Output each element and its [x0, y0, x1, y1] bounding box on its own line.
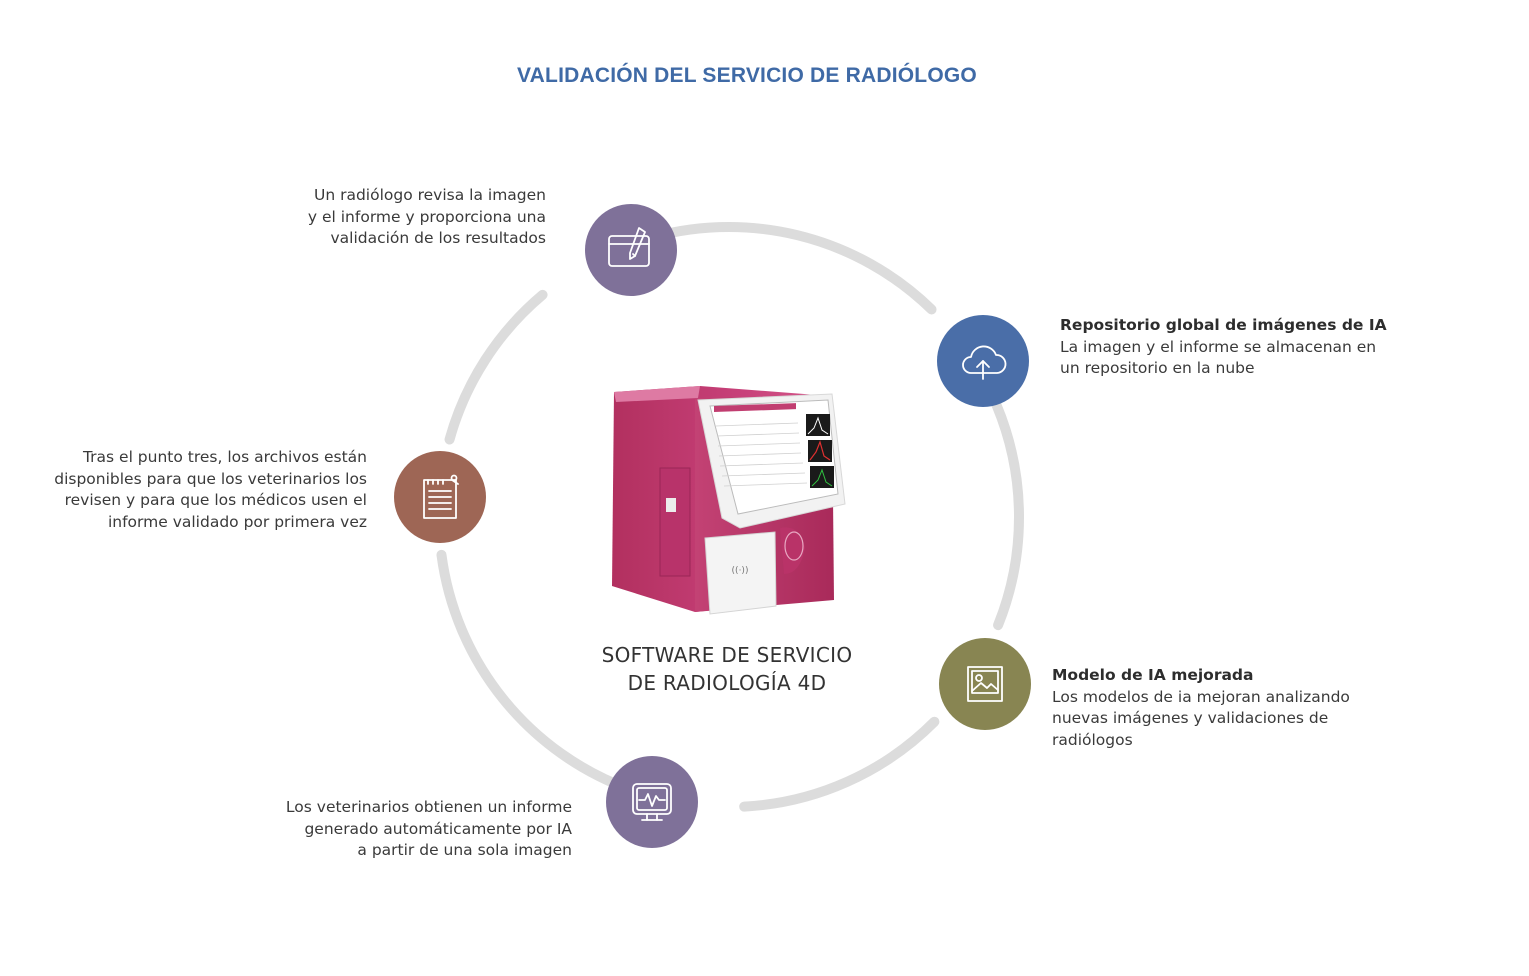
page-title: VALIDACIÓN DEL SERVICIO DE RADIÓLOGO	[517, 64, 977, 87]
model-node	[939, 638, 1031, 730]
ring-arc	[436, 549, 635, 795]
vets-line-2: generado automáticamente por IA	[304, 819, 572, 838]
repository-line-1: La imagen y el informe se almacenan en	[1060, 337, 1377, 356]
analyzer-device-image: ((·))	[612, 386, 846, 615]
model-heading: Modelo de IA mejorada	[1052, 666, 1254, 684]
ring-arc	[739, 716, 940, 812]
model-line-3: radiólogos	[1052, 730, 1133, 749]
radiologist-description: Un radiólogo revisa la imagen y el infor…	[308, 185, 546, 250]
files-line-1: Tras el punto tres, los archivos están	[82, 448, 367, 466]
repository-node	[937, 315, 1029, 407]
vets-description: Los veterinarios obtienen un informe gen…	[286, 797, 572, 862]
model-line-2: nuevas imágenes y validaciones de	[1052, 709, 1329, 727]
vets-line-3: a partir de una sola imagen	[357, 841, 572, 859]
vets-line-1: Los veterinarios obtienen un informe	[285, 798, 572, 816]
repository-line-2: un repositorio en la nube	[1060, 359, 1255, 377]
ring-arc	[444, 289, 548, 445]
ring-arc	[639, 222, 937, 315]
files-node	[394, 451, 486, 543]
cloud-upload-icon	[962, 345, 1007, 380]
svg-text:((·)): ((·))	[732, 566, 749, 576]
files-line-2: disponibles para que los veterinarios lo…	[54, 469, 367, 488]
report-document-icon	[423, 474, 459, 519]
image-icon	[967, 666, 1003, 702]
vets-node	[606, 756, 698, 848]
files-line-4: informe validado por primera vez	[107, 512, 367, 531]
repository-heading: Repositorio global de imágenes de IA	[1060, 316, 1387, 334]
files-description: Tras el punto tres, los archivos están d…	[54, 447, 367, 533]
radiologist-line-2: y el informe y proporciona una	[307, 207, 546, 226]
radiologist-line-3: validación de los resultados	[330, 229, 546, 247]
monitor-pulse-icon	[632, 783, 672, 821]
radiologist-line-1: Un radiólogo revisa la imagen	[313, 186, 546, 204]
ring-arc	[991, 400, 1024, 631]
model-description: Modelo de IA mejorada Los modelos de ia …	[1052, 665, 1350, 751]
model-line-1: Los modelos de ia mejoran analizando	[1052, 687, 1350, 706]
radiologist-node	[585, 204, 677, 296]
repository-description: Repositorio global de imágenes de IA La …	[1060, 315, 1387, 380]
pen-tablet-icon	[608, 227, 650, 267]
center-label-line-1: SOFTWARE DE SERVICIO	[601, 643, 853, 667]
center-label-line-2: DE RADIOLOGÍA 4D	[627, 671, 827, 695]
files-line-3: revisen y para que los médicos usen el	[64, 491, 367, 509]
center-label: SOFTWARE DE SERVICIO DE RADIOLOGÍA 4D	[578, 641, 876, 697]
